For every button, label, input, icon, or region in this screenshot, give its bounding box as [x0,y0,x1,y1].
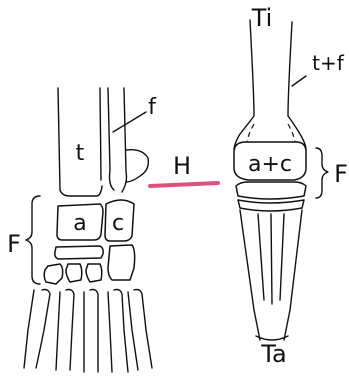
right-metatarsal-inner-1 [258,214,264,300]
right-limb: Ti t+f a+c F Ta [234,4,348,368]
right-top-label: Ti [251,4,273,32]
left-tibia [58,88,101,190]
left-small-bone-1 [44,264,62,284]
left-fibula-distal [110,170,127,192]
right-metatarsal-inner-3 [280,214,284,300]
left-fibula-leader [113,112,146,132]
right-region-bracket [316,148,328,198]
left-tibia-label: t [76,141,85,166]
left-fibula-label: f [148,95,157,120]
left-region-bracket [26,196,40,284]
left-calcaneum-label: c [112,211,124,236]
right-region-label: F [334,160,348,188]
left-small-bone-3 [86,264,102,282]
left-calcaneal-process [126,150,148,182]
transition-arrow: H [150,152,218,186]
left-metatarsal-4 [108,290,128,373]
left-astragalus-label: a [73,211,86,236]
left-metatarsal-2 [56,290,74,371]
left-tibia-distal [60,186,102,196]
right-fused-shaft [234,20,306,150]
right-fused-label: t+f [312,51,345,75]
left-metatarsal-1 [24,290,50,369]
left-region-label: F [7,230,21,258]
left-distal-tarsal-2 [108,245,135,280]
pink-arrow-line [150,183,218,186]
left-small-bone-2 [66,264,82,282]
right-metatarsal-inner-2 [271,214,272,304]
arrow-label: H [173,152,191,180]
left-distal-tarsal-1 [55,246,103,259]
right-tarsal-cap-1 [236,182,306,199]
right-bottom-label: Ta [260,340,286,368]
right-fused-tarsals-label: a+c [248,152,292,177]
left-limb: t f a c F [7,88,157,372]
right-fused-leader [292,76,306,86]
left-metatarsal-3 [84,290,98,373]
left-metatarsal-5 [128,290,152,371]
right-tarsal-cap-2 [238,200,304,211]
